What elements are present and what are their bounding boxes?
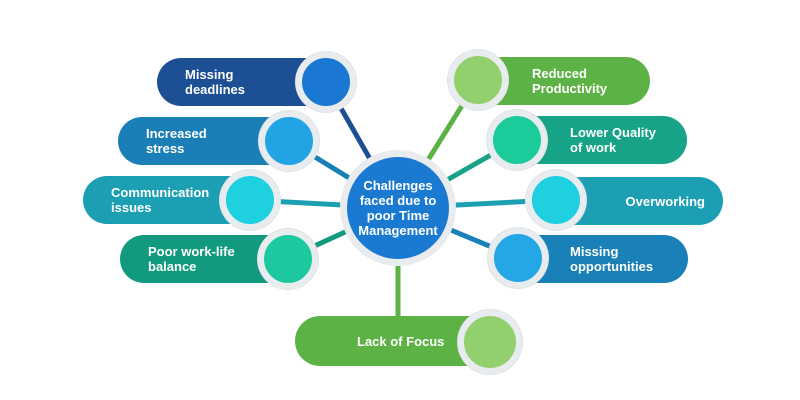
center-hub: Challenges faced due to poor Time Manage… bbox=[340, 150, 456, 266]
item-node-5 bbox=[487, 110, 547, 170]
item-label-2: Communication issues bbox=[111, 185, 210, 215]
item-label-3: Poor work-life balance bbox=[148, 244, 235, 274]
item-label-5: Lower Quality of work bbox=[570, 125, 656, 155]
item-node-0 bbox=[296, 52, 356, 112]
item-node-3 bbox=[258, 229, 318, 289]
item-label-4: Reduced Productivity bbox=[532, 66, 608, 96]
center-label: Challenges faced due to poor Time Manage… bbox=[358, 178, 438, 238]
item-label-1: Increased stress bbox=[146, 126, 207, 156]
item-node-6 bbox=[526, 170, 586, 230]
item-label-8: Lack of Focus bbox=[357, 333, 445, 349]
item-label-0: Missing deadlines bbox=[185, 67, 245, 97]
item-label-6: Overworking bbox=[625, 193, 705, 209]
item-node-7 bbox=[488, 228, 548, 288]
item-node-8 bbox=[458, 310, 522, 374]
item-node-2 bbox=[220, 170, 280, 230]
item-label-7: Missing opportunities bbox=[570, 244, 654, 274]
item-node-4 bbox=[448, 50, 508, 110]
item-node-1 bbox=[259, 111, 319, 171]
